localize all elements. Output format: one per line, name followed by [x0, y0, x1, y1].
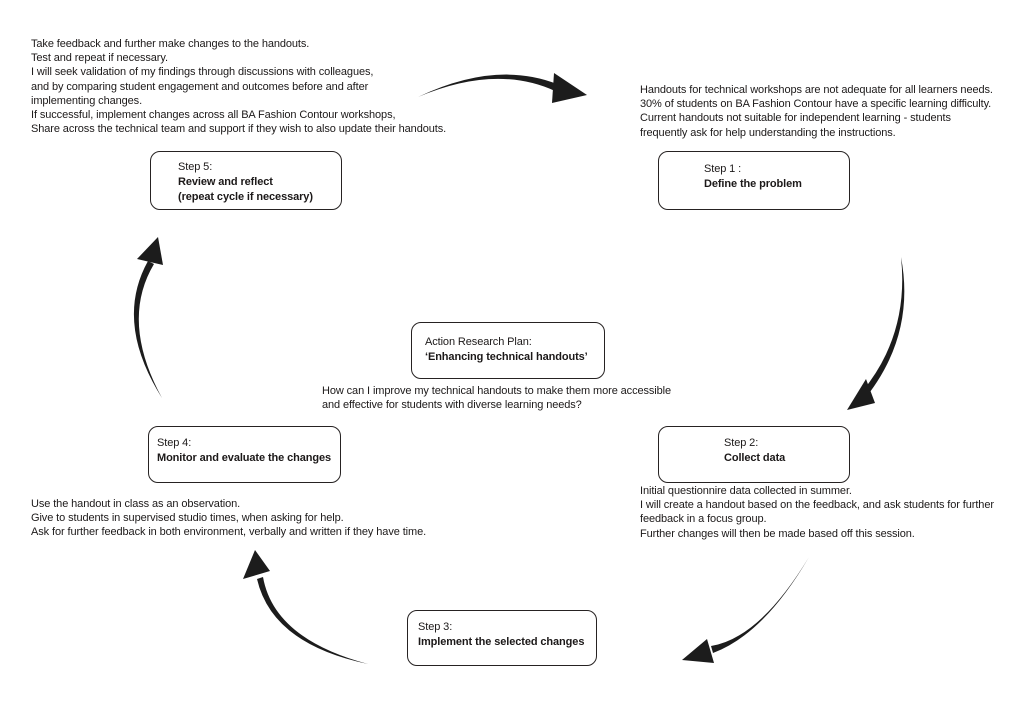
arrow-step1-to-step2-icon	[847, 257, 905, 410]
step1-title: Define the problem	[704, 178, 802, 190]
step4-monitor-note: Use the handout in class as an observati…	[31, 498, 427, 539]
arrow-step2-to-step3-icon	[682, 557, 809, 663]
step1-label: Step 1 :	[704, 163, 742, 175]
step3-box: Step 3: Implement the selected changes	[407, 610, 597, 666]
step4-title: Monitor and evaluate the changes	[157, 452, 332, 464]
arrow-step3-to-step4-icon	[243, 550, 368, 664]
step4-label: Step 4:	[157, 437, 192, 449]
step5-box: Step 5: Review and reflect (repeat cycle…	[150, 151, 342, 210]
plan-box-title: ‘Enhancing technical handouts’	[425, 351, 588, 363]
step2-title: Collect data	[724, 452, 786, 464]
action-research-plan-box: Action Research Plan: ‘Enhancing technic…	[411, 322, 605, 379]
step3-title: Implement the selected changes	[418, 636, 585, 648]
arrow-step4-to-step5-icon	[133, 237, 163, 398]
step2-label: Step 2:	[724, 437, 759, 449]
step4-box: Step 4: Monitor and evaluate the changes	[148, 426, 341, 483]
step1-box: Step 1 : Define the problem	[658, 151, 850, 210]
step5-review-note: Take feedback and further make changes t…	[31, 38, 447, 136]
step3-label: Step 3:	[418, 621, 453, 633]
plan-box-heading: Action Research Plan:	[425, 336, 532, 348]
step5-label: Step 5:	[178, 161, 213, 173]
step5-title: Review and reflect	[178, 176, 273, 188]
step2-box: Step 2: Collect data	[658, 426, 850, 483]
research-question: How can I improve my technical handouts …	[322, 385, 672, 412]
step2-collect-note: Initial questionnire data collected in s…	[640, 485, 994, 540]
step5-subtitle: (repeat cycle if necessary)	[178, 191, 313, 203]
step1-problem-note: Handouts for technical workshops are not…	[640, 84, 993, 139]
